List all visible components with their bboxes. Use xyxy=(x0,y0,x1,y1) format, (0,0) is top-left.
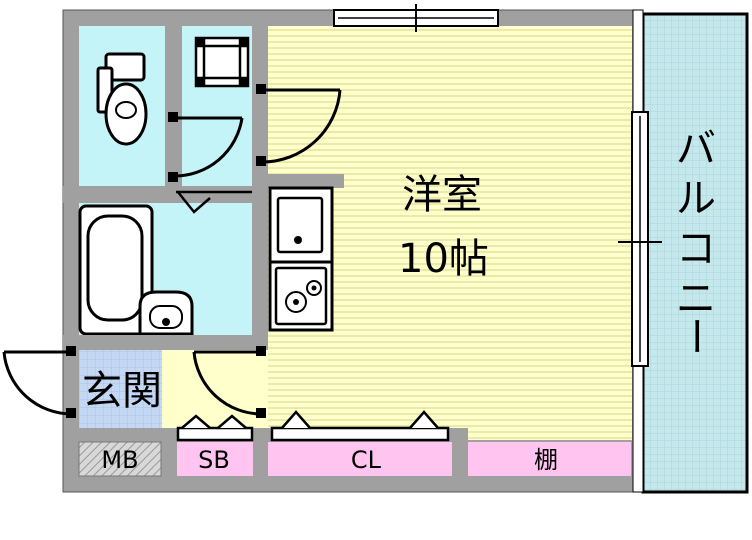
meter-box xyxy=(78,441,162,477)
closet-label: CL xyxy=(351,446,382,474)
door-hinges xyxy=(66,84,266,418)
entrance-label: 玄関 xyxy=(82,368,162,414)
shoe-box-label: SB xyxy=(198,446,230,474)
balcony xyxy=(641,12,749,494)
washing-machine-icon xyxy=(194,36,250,88)
balcony-char: ル xyxy=(676,176,716,222)
shelf xyxy=(468,442,631,476)
balcony-label: バ ル コ ニ ー xyxy=(672,126,718,356)
hall-floor xyxy=(162,350,268,428)
balcony-char: ニ xyxy=(676,276,716,322)
balcony-char: ー xyxy=(672,316,718,356)
sink-icon xyxy=(276,196,324,254)
meter-box-label: MB xyxy=(101,446,138,474)
shoe-box xyxy=(177,442,253,476)
entrance-floor xyxy=(79,350,162,428)
balcony-char: バ xyxy=(676,126,716,172)
room-name: 洋室 xyxy=(402,172,482,218)
doors xyxy=(2,88,342,416)
shelf-label: 棚 xyxy=(534,446,558,474)
kitchen-unit xyxy=(268,174,344,332)
toilet-icon xyxy=(96,52,148,146)
balcony-char: コ xyxy=(676,226,716,272)
wash-basin-icon xyxy=(138,290,194,336)
room-size: 10帖 xyxy=(398,236,489,282)
bathtub-icon xyxy=(78,204,154,336)
closet-doors xyxy=(176,410,450,442)
closet xyxy=(268,442,452,476)
